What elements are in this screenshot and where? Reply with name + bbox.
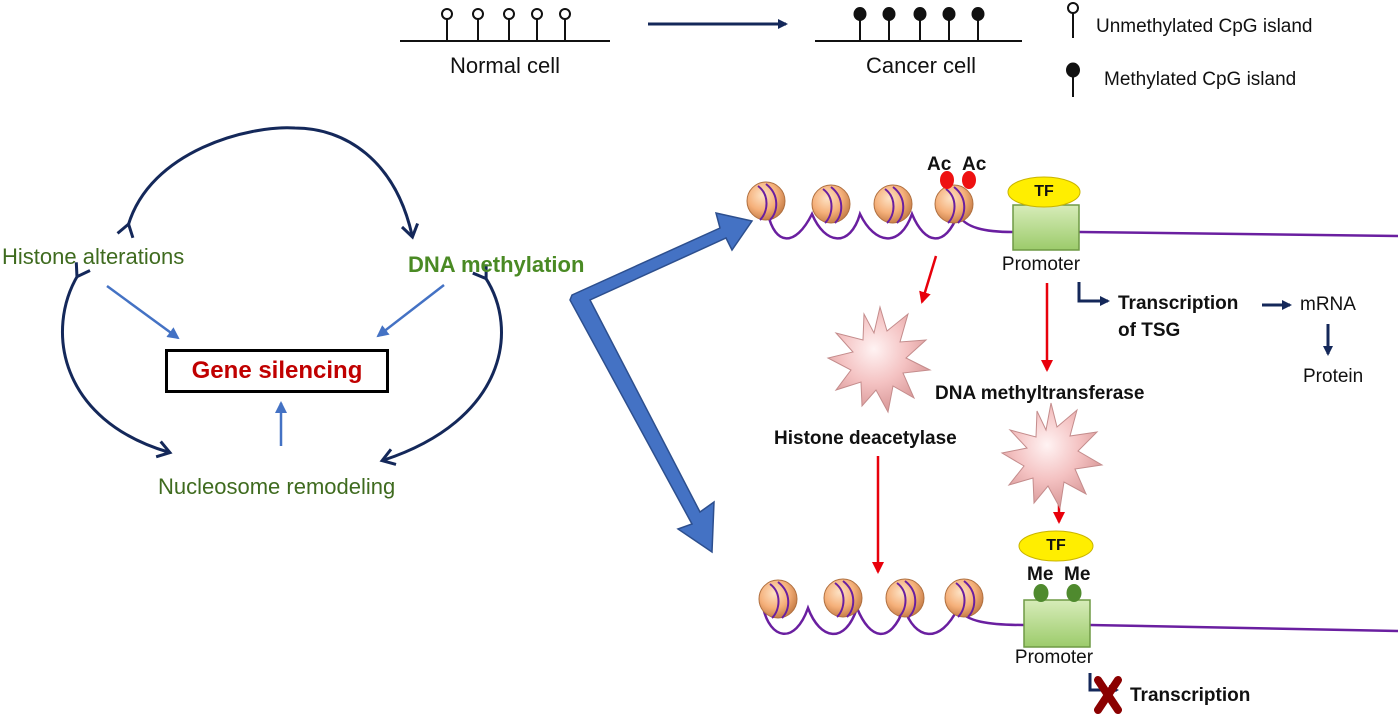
top-dna-strand: [766, 210, 1399, 240]
dnmt-label: DNA methyltransferase: [935, 383, 1145, 404]
histone-alterations-label: Histone alterations: [2, 244, 185, 269]
normal-cell-strand: [400, 8, 610, 42]
mrna-label: mRNA: [1300, 294, 1356, 315]
top-nucleosomes: [746, 181, 974, 224]
top-promoter-box: [1012, 204, 1080, 251]
methylated-legend-label: Methylated CpG island: [1104, 69, 1297, 90]
top-tf-oval: [1007, 176, 1081, 208]
bottom-tf-label: TF: [1046, 537, 1066, 554]
methyl-label-1: Me: [1027, 564, 1054, 585]
bottom-promoter-label: Promoter: [1014, 647, 1094, 668]
unmethylated-legend-icon: [1067, 2, 1079, 38]
unmethylated-cpg-lollipops: [441, 8, 571, 41]
cross-mark-icon: [1094, 676, 1122, 714]
hdac-label: Histone deacetylase: [774, 428, 957, 449]
arc-top: [116, 126, 419, 240]
methylated-legend-icon: [1066, 62, 1080, 97]
cancer-cell-label: Cancer cell: [865, 53, 977, 78]
bottom-nucleosomes: [758, 578, 984, 619]
nucleosome-remodeling-label: Nucleosome remodeling: [158, 474, 396, 499]
cycle-arrows: [60, 126, 503, 466]
unmethylated-legend-label: Unmethylated CpG island: [1096, 16, 1313, 37]
transcription-tsg-label-line2: of TSG: [1118, 320, 1181, 341]
methyl-label-2: Me: [1064, 564, 1091, 585]
hdac-enzyme: [826, 305, 932, 414]
cancer-cell-strand: [815, 7, 1022, 42]
bottom-promoter-box: [1023, 599, 1091, 648]
methylated-cpg-lollipops: [853, 7, 985, 41]
protein-label: Protein: [1303, 366, 1364, 387]
bottom-chromatin: [758, 530, 1399, 648]
acetyl-label-2: Ac: [962, 154, 987, 175]
transcription-tsg-label-line1: Transcription: [1118, 293, 1239, 314]
to-gene-silencing-arrows: [106, 284, 445, 446]
normal-cell-label: Normal cell: [449, 53, 561, 78]
tsg-transcription-path: [1077, 282, 1333, 356]
acetyl-mark-1: [940, 171, 954, 189]
gene-silencing-label: Gene silencing: [191, 357, 363, 384]
top-chromatin: [746, 171, 1399, 251]
methyl-mark-1: [1033, 584, 1049, 602]
acetyl-label-1: Ac: [927, 154, 952, 175]
bottom-tf-oval: [1018, 530, 1094, 562]
arc-left: [60, 262, 173, 459]
top-promoter-label: Promoter: [1001, 254, 1081, 275]
arc-right: [379, 264, 503, 466]
top-tf-label: TF: [1034, 183, 1054, 200]
gene-silencing-box: Gene silencing: [165, 349, 389, 393]
methyl-mark-2: [1066, 584, 1082, 602]
dna-methylation-label: DNA methylation: [408, 252, 585, 277]
acetyl-mark-2: [962, 171, 976, 189]
blocked-transcription-label: Transcription: [1130, 685, 1251, 706]
red-arrows: [872, 255, 1065, 574]
dnmt-enzyme: [1000, 402, 1104, 510]
big-split-arrow: [569, 211, 754, 554]
